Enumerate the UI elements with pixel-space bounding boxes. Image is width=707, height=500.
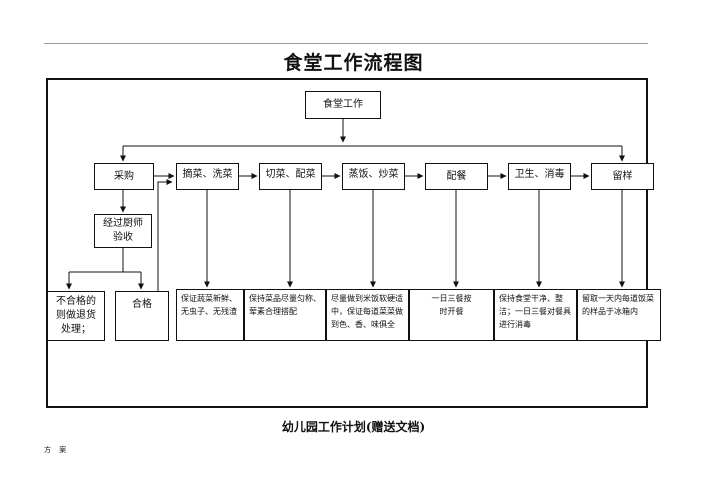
root-node: 食堂工作 <box>305 91 381 119</box>
outcome-pass: 合格 <box>115 291 169 341</box>
desc-cut: 保持菜品尽量匀称、荤素合理搭配 <box>244 289 326 341</box>
desc-hygiene: 保持食堂干净、整洁；一日三餐对餐具进行消毒 <box>494 289 577 341</box>
step-wash: 摘菜、洗菜 <box>176 163 239 190</box>
step-serve: 配餐 <box>425 163 488 190</box>
step-hygiene: 卫生、消毒 <box>508 163 571 190</box>
step-cook: 蒸饭、炒菜 <box>342 163 405 190</box>
desc-serve: 一日三餐按时开餐 <box>409 289 494 341</box>
step-cut: 切菜、配菜 <box>259 163 322 190</box>
footer-text: 方 案 <box>44 446 70 454</box>
desc-wash: 保证蔬菜新鲜、无虫子、无残渣 <box>176 289 244 341</box>
desc-sample: 留取一天内每道饭菜的样品于冰箱内 <box>577 289 661 341</box>
inspection-node: 经过厨师验收 <box>94 214 152 248</box>
pass-return-arrow <box>157 179 173 292</box>
step-purchase: 采购 <box>94 163 154 190</box>
page-title: 食堂工作流程图 <box>283 52 424 74</box>
desc-cook: 尽量做到米饭软硬适中，保证每道菜菜做到色、香、味俱全 <box>326 289 409 341</box>
outcome-reject: 不合格的则做退货处理； <box>47 291 105 341</box>
diagram-frame <box>46 78 648 408</box>
step-sample: 留样 <box>591 163 654 190</box>
document-caption: 幼儿园工作计划(赠送文档) <box>281 420 426 434</box>
header-rule <box>44 43 648 44</box>
